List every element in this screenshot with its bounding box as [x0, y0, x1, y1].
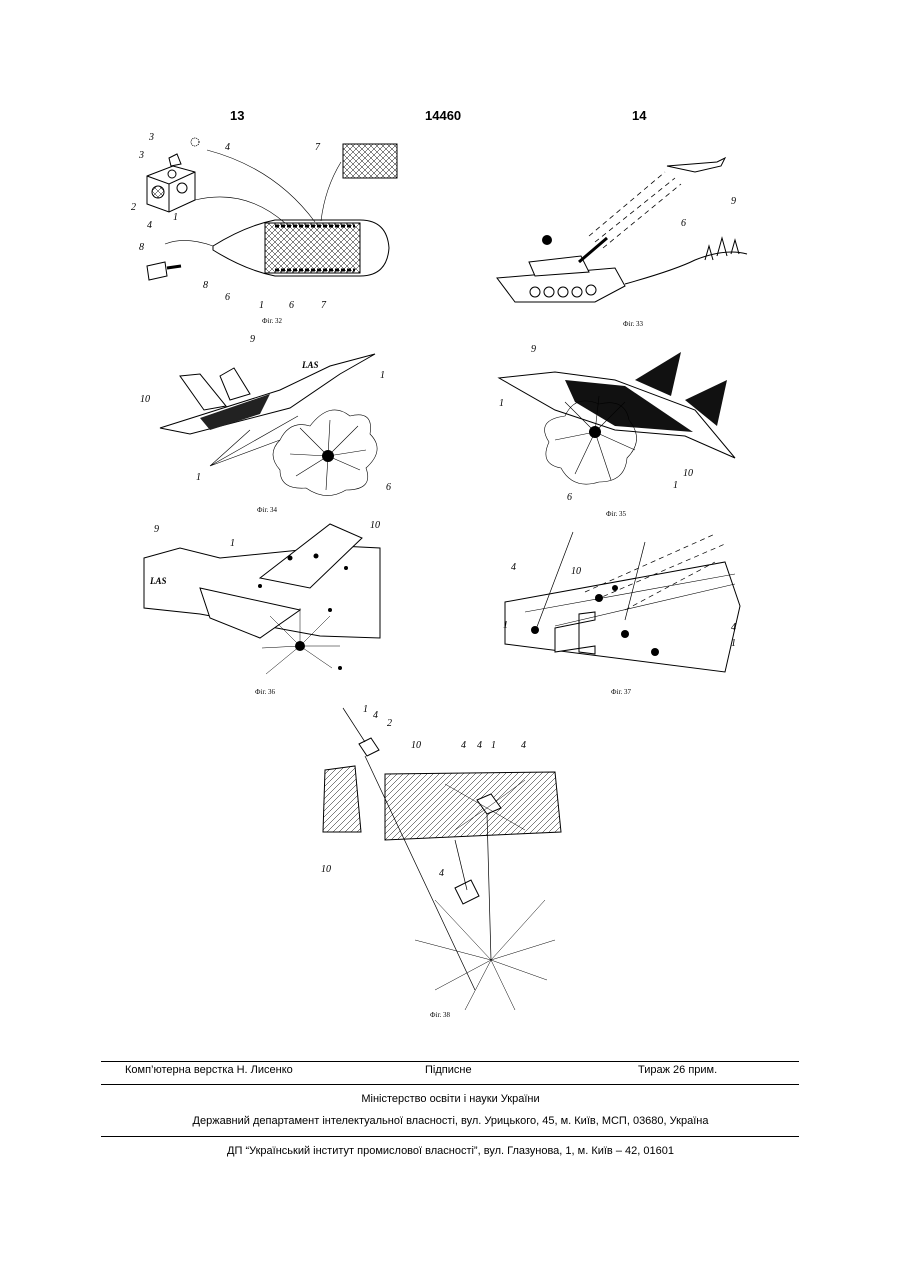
svg-text:4: 4: [373, 710, 378, 721]
figure-38-penetration-drawing: 142 1044 1410 4: [315, 700, 575, 1015]
svg-text:3: 3: [148, 132, 154, 143]
svg-text:9: 9: [154, 524, 159, 535]
svg-text:8: 8: [139, 242, 144, 253]
layout-credit: Комп’ютерна верстка Н. Лисенко: [125, 1064, 293, 1076]
institute-address: ДП “Український інститут промислової вла…: [0, 1145, 901, 1157]
svg-text:6: 6: [681, 218, 686, 229]
figure-38-caption: Фіг. 38: [430, 1011, 450, 1019]
svg-text:9: 9: [731, 196, 736, 207]
svg-text:6: 6: [225, 292, 230, 303]
svg-text:1: 1: [196, 472, 201, 483]
figure-33-caption: Фіг. 33: [623, 320, 643, 328]
circulation: Тираж 26 прим.: [638, 1064, 717, 1076]
svg-text:1: 1: [173, 212, 178, 223]
figure-37-caption: Фіг. 37: [611, 688, 631, 696]
department-address: Державний департамент інтелектуальної вл…: [0, 1115, 901, 1127]
figure-37-spar-drawing: 4 10 1 4 1: [495, 522, 750, 682]
svg-text:4: 4: [225, 142, 230, 153]
svg-text:4: 4: [477, 740, 482, 751]
svg-text:1: 1: [673, 480, 678, 491]
svg-text:7: 7: [315, 142, 321, 153]
footer-bottom-rule: [101, 1136, 799, 1137]
svg-text:9: 9: [531, 344, 536, 355]
svg-text:9: 9: [250, 334, 255, 345]
svg-text:6: 6: [567, 492, 572, 503]
svg-text:2: 2: [131, 202, 136, 213]
svg-text:6: 6: [386, 482, 391, 493]
svg-text:4: 4: [461, 740, 466, 751]
svg-text:3: 3: [138, 150, 144, 161]
svg-text:LAS: LAS: [301, 360, 319, 370]
figure-33-tank-drawing: 9 6: [485, 150, 750, 315]
svg-text:6: 6: [289, 300, 294, 311]
svg-text:10: 10: [370, 520, 380, 531]
svg-text:1: 1: [363, 704, 368, 715]
svg-text:1: 1: [499, 398, 504, 409]
figure-34-aircraft-burst-drawing: LAS 10 9 1 1 6: [130, 330, 400, 505]
svg-text:4: 4: [511, 562, 516, 573]
svg-text:4: 4: [731, 622, 736, 633]
svg-text:4: 4: [521, 740, 526, 751]
svg-text:4: 4: [147, 220, 152, 231]
figure-32-caption: Фіг. 32: [262, 317, 282, 325]
svg-text:8: 8: [203, 280, 208, 291]
svg-text:7: 7: [321, 300, 327, 311]
figure-35-aircraft-burst-drawing: 9 1 6 1 10: [495, 340, 745, 505]
ministry-name: Міністерство освіти і науки України: [0, 1093, 901, 1105]
svg-text:1: 1: [491, 740, 496, 751]
figure-36-caption: Фіг. 36: [255, 688, 275, 696]
svg-text:LAS: LAS: [149, 576, 167, 586]
svg-text:1: 1: [503, 620, 508, 631]
left-page-number: 13: [230, 108, 244, 123]
svg-text:1: 1: [259, 300, 264, 311]
footer-top-rule: [101, 1061, 799, 1062]
figure-34-caption: Фіг. 34: [257, 506, 277, 514]
svg-text:2: 2: [387, 718, 392, 729]
svg-text:10: 10: [411, 740, 421, 751]
figure-36-damage-drawing: LAS 9 1 10: [140, 518, 385, 683]
patent-number: 14460: [425, 108, 461, 123]
svg-text:1: 1: [731, 638, 736, 649]
signed-label: Підписне: [425, 1064, 472, 1076]
svg-text:10: 10: [321, 864, 331, 875]
figure-35-caption: Фіг. 35: [606, 510, 626, 518]
svg-text:10: 10: [140, 394, 150, 405]
figure-32-projectile-drawing: 334 241 886 167 7: [125, 128, 415, 318]
svg-text:10: 10: [571, 566, 581, 577]
svg-text:4: 4: [439, 868, 444, 879]
footer-middle-rule: [101, 1084, 799, 1085]
right-page-number: 14: [632, 108, 646, 123]
svg-text:1: 1: [380, 370, 385, 381]
svg-text:10: 10: [683, 468, 693, 479]
svg-text:1: 1: [230, 538, 235, 549]
